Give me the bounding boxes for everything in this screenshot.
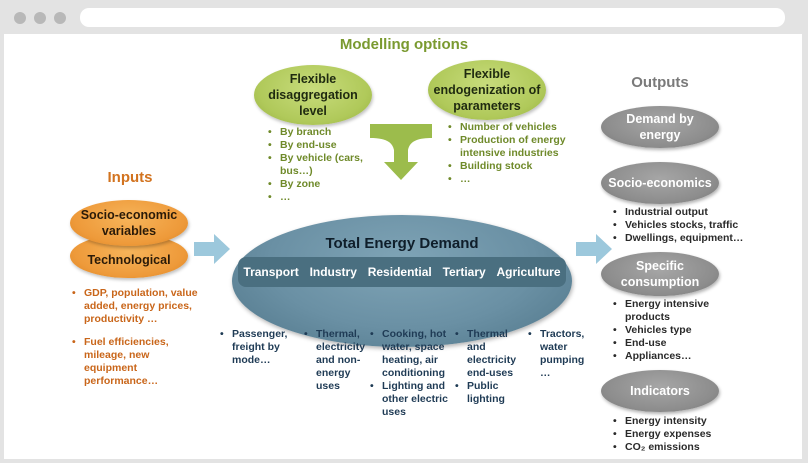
endogenization-list: Number of vehicles Production of energy … [446,121,576,186]
agriculture-list: Tractors, water pumping … [526,328,596,380]
ellipse-label-line: Socio-economic [80,208,178,222]
right-arrow-icon [576,234,612,264]
list-item: Vehicles type [611,324,721,337]
ellipse-label: Technological [87,253,171,267]
indicators-output-list: Energy intensity Energy expenses CO₂ emi… [611,415,741,454]
list-item: Public lighting [453,380,523,406]
ellipse-label-line: Socio-economics [608,176,712,190]
list-item: By end-use [266,139,376,152]
modelling-options-heading: Modelling options [339,36,469,53]
disaggregation-list: By branch By end-use By vehicle (cars, b… [266,126,376,204]
sector-residential: Residential [367,265,432,279]
list-item: … [266,191,376,204]
list-item: Cooking, hot water, space heating, air c… [368,328,456,380]
inputs-heading: Inputs [107,169,153,186]
industry-list: Thermal, electricity and non-energy uses [302,328,370,393]
list-item: … [446,173,576,186]
ellipse-label-line: Flexible [289,72,337,86]
ellipse-label-line: Specific [636,259,684,273]
socio-economics-output-list: Industrial output Vehicles stocks, traff… [611,206,771,245]
output-ellipse-indicators: Indicators [601,370,719,412]
window-control-dot[interactable] [54,12,66,24]
sector-agriculture: Agriculture [496,265,561,279]
address-bar[interactable] [80,8,785,27]
list-item: Thermal and electricity end-uses [453,328,523,380]
outputs-heading: Outputs [631,74,689,91]
list-item: Fuel efficiencies, mileage, new equipmen… [70,336,200,388]
sector-tertiary: Tertiary [442,265,486,279]
ellipse-label-line: disaggregation [268,88,358,102]
output-ellipse-demand-by-energy: Demand by energy [601,106,719,148]
residential-list: Cooking, hot water, space heating, air c… [368,328,456,419]
right-arrow-icon [194,234,230,264]
total-energy-demand-ellipse: Total Energy Demand Transport Industry R… [232,215,572,347]
ellipse-label-line: parameters [453,99,521,113]
sector-band: Transport Industry Residential Tertiary … [238,257,566,287]
list-item: Industrial output [611,206,771,219]
ellipse-label-line: Demand by [626,112,694,126]
disaggregation-ellipse: Flexible disaggregation level [254,65,372,125]
ellipse-label-line: level [299,104,327,118]
list-item: Vehicles stocks, traffic [611,219,771,232]
ellipse-label-line: energy [639,128,681,142]
ellipse-label-line: consumption [620,275,700,289]
list-item: CO₂ emissions [611,441,741,454]
sector-industry: Industry [309,265,357,279]
output-ellipse-socio-economics: Socio-economics [601,162,719,204]
list-item: GDP, population, value added, energy pri… [70,287,200,326]
list-item: End-use [611,337,721,350]
endogenization-ellipse: Flexible endogenization of parameters [428,60,546,120]
list-item: Building stock [446,160,576,173]
ellipse-label-line: endogenization of [433,83,541,97]
total-energy-demand-title: Total Energy Demand [325,235,479,252]
list-item: By vehicle (cars, bus…) [266,152,376,178]
list-item: Number of vehicles [446,121,576,134]
output-ellipse-specific-consumption: Specific consumption [601,252,719,296]
diagram-canvas: Modelling options Flexible disaggregatio… [4,34,802,459]
list-item: Thermal, electricity and non-energy uses [302,328,370,393]
list-item: Energy intensive products [611,298,721,324]
transport-list: Passenger, freight by mode… [218,328,300,367]
list-item: Lighting and other electric uses [368,380,456,419]
window-control-dot[interactable] [34,12,46,24]
socio-economic-ellipse: Socio-economic variables [70,200,188,246]
ellipse-label-line: Indicators [630,384,690,398]
sector-transport: Transport [243,265,299,279]
ellipse-label-line: variables [101,224,157,238]
list-item: By branch [266,126,376,139]
inputs-list: GDP, population, value added, energy pri… [70,287,200,388]
specific-consumption-output-list: Energy intensive products Vehicles type … [611,298,721,363]
list-item: Production of energy intensive industrie… [446,134,576,160]
window-control-dot[interactable] [14,12,26,24]
list-item: Passenger, freight by mode… [218,328,300,367]
merge-down-arrow-icon [370,124,432,180]
list-item: By zone [266,178,376,191]
list-item: Energy intensity [611,415,741,428]
list-item: Dwellings, equipment… [611,232,771,245]
tertiary-list: Thermal and electricity end-uses Public … [453,328,523,406]
list-item: Tractors, water pumping … [526,328,596,380]
list-item: Energy expenses [611,428,741,441]
list-item: Appliances… [611,350,721,363]
ellipse-label-line: Flexible [463,67,511,81]
